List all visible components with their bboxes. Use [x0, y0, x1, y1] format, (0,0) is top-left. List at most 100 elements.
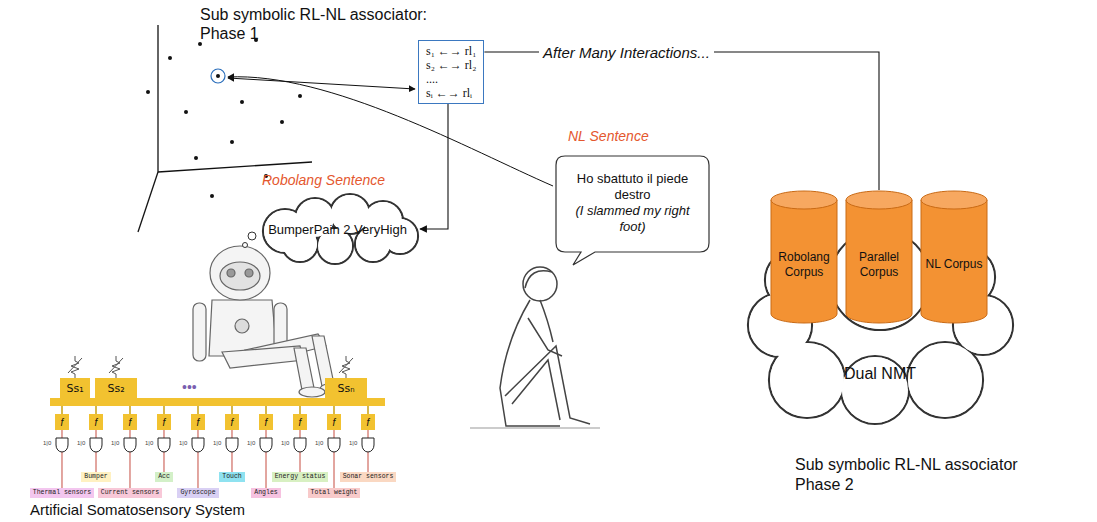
corpus-name: Parallel Corpus: [848, 250, 910, 280]
phase-label: Sub symbolic RL-NL associator: [795, 456, 1018, 474]
subsystem-box: Ssₙ: [325, 378, 367, 398]
sensor-label: Current sensors: [98, 488, 163, 498]
function-box: f: [259, 414, 273, 430]
node-text: BumperPain 2 VeryHigh: [268, 222, 407, 237]
bus-wire: [231, 406, 233, 414]
edge-label: After Many Interactions...: [539, 44, 714, 61]
function-box: f: [361, 414, 375, 430]
gate-value: 1|0: [315, 440, 323, 446]
node-text: ....: [426, 72, 476, 86]
gate-value: 1|0: [77, 440, 85, 446]
subsystem-box: Ss₂: [95, 378, 137, 398]
node-text: f: [367, 417, 370, 428]
function-box: f: [89, 414, 103, 430]
cloud-fill: [770, 343, 844, 417]
ellipsis-dots: •••: [182, 379, 197, 395]
sensor-label: Gyroscope: [177, 488, 218, 498]
and-gate: [260, 438, 272, 452]
corpus-name: Robolang Corpus: [773, 250, 835, 280]
function-box: f: [293, 414, 307, 430]
cylinder-top: [846, 191, 912, 209]
sensor-label: Angles: [251, 488, 280, 498]
node-text: Total weight: [311, 489, 358, 497]
diagram-heading: Phase 1: [200, 25, 259, 43]
bus-bar: [50, 398, 385, 406]
bus-wire: [299, 406, 301, 414]
corpus-cylinder: Robolang Corpus: [770, 190, 838, 325]
bus-wire: [95, 406, 97, 414]
bus-wire: [265, 406, 267, 414]
sensor-label: Total weight: [308, 488, 361, 498]
node-text: f: [163, 417, 166, 428]
function-box: f: [225, 414, 239, 430]
scatter-axes: [138, 25, 312, 232]
person-figure: [470, 267, 600, 428]
and-gate: [124, 438, 136, 452]
node-text: Thermal sensors: [33, 489, 92, 497]
and-gate: [328, 438, 340, 452]
thought-cloud: BumperPain 2 VeryHigh: [255, 196, 420, 262]
cylinder-body: [771, 200, 837, 323]
node-text: f: [333, 417, 336, 428]
node-text: f: [231, 417, 234, 428]
and-gate: [226, 438, 238, 452]
and-gate: [362, 438, 374, 452]
node-text: f: [265, 417, 268, 428]
node-text: f: [61, 417, 64, 428]
cylinder-body: [846, 200, 912, 323]
nmt-cloud: Dual NMT Robolang Corpus Parallel Corpus NL…: [745, 185, 1015, 425]
node-text: Ss₂: [107, 382, 124, 395]
highlight-circle: [211, 69, 225, 83]
sentence-label: NL Sentence: [568, 128, 649, 144]
and-gate: [56, 438, 68, 452]
node-text: Ssₙ: [337, 382, 354, 395]
cylinder-body: [921, 200, 987, 323]
diagram-heading: Sub symbolic RL-NL associator:: [200, 6, 427, 24]
connector-arrow: [420, 104, 448, 229]
node-text: Ss₁: [66, 382, 83, 395]
node-text: Acc: [158, 473, 170, 481]
robot-figure: [193, 246, 348, 397]
node-text: Bumper: [84, 473, 107, 481]
bus-wire: [163, 406, 165, 414]
sensor-label: Bumper: [81, 472, 110, 482]
and-gate: [90, 438, 102, 452]
and-gate: [294, 438, 306, 452]
node-text: s₂ ←→ rl₂: [426, 58, 476, 72]
and-gate: [158, 438, 170, 452]
node-text: f: [197, 417, 200, 428]
bus-wire: [61, 406, 63, 414]
bus-wire: [333, 406, 335, 414]
node-text: Touch: [222, 473, 242, 481]
gate-value: 1|0: [145, 440, 153, 446]
node-text: f: [129, 417, 132, 428]
gate-value: 1|0: [213, 440, 221, 446]
node-text: f: [95, 417, 98, 428]
bus-wire: [197, 406, 199, 414]
sensor-label: Touch: [219, 472, 245, 482]
node-text: (I slammed my right foot): [565, 203, 700, 235]
gate-value: 1|0: [281, 440, 289, 446]
projection-curve: [228, 77, 553, 186]
function-box: f: [55, 414, 69, 430]
function-box: f: [157, 414, 171, 430]
cloud-fill: [908, 343, 982, 417]
gate-value: 1|0: [179, 440, 187, 446]
node-text: Sonar sensors: [343, 473, 394, 481]
node-text: Energy status: [275, 473, 326, 481]
sensor-label: Acc: [155, 472, 173, 482]
gate-value: 1|0: [349, 440, 357, 446]
node-text: Dual NMT: [844, 365, 916, 383]
sentence-label: Robolang Sentence: [262, 172, 385, 188]
sensor-label: Thermal sensors: [30, 488, 95, 498]
corpus-name: NL Corpus: [926, 257, 983, 272]
node-text: Angles: [254, 489, 277, 497]
sensor-label: Energy status: [272, 472, 329, 482]
corpus-cylinder: Parallel Corpus: [845, 190, 913, 325]
sensor-label: Sonar sensors: [340, 472, 397, 482]
function-box: f: [191, 414, 205, 430]
node-text: Ho sbattuto il piede destro: [565, 171, 700, 203]
node-text: Current sensors: [101, 489, 160, 497]
bus-wire: [367, 406, 369, 414]
speech-bubble-outline: [556, 156, 709, 265]
